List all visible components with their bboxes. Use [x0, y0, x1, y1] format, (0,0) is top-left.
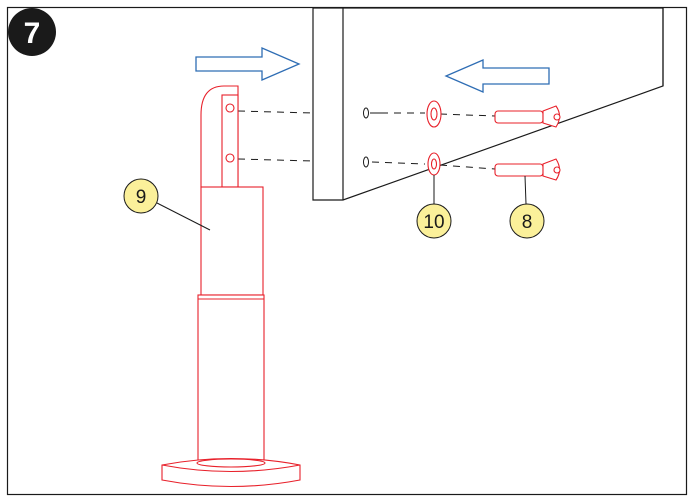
leg-foot-top: [196, 458, 266, 468]
align-line-top-right: [439, 113, 496, 117]
panel-board: [312, 7, 664, 201]
arrow-right-icon: [195, 47, 301, 81]
align-line-top-left: [237, 110, 314, 114]
bolt-bottom-socket: [553, 166, 561, 174]
callout-washer-label: 10: [423, 212, 444, 233]
bolt-top: [494, 105, 561, 128]
callout-bolt-label: 8: [522, 212, 533, 233]
direction-arrows: [195, 47, 550, 93]
bolt-top-socket: [553, 113, 561, 121]
panel-hole-top: [363, 107, 369, 119]
washer-top: [426, 100, 442, 128]
leg-foot-base: [161, 457, 301, 488]
callouts: 9 10 8: [123, 175, 545, 239]
bolts: [494, 105, 561, 181]
callout-bolt-bubble: [509, 203, 545, 239]
step-number: 7: [24, 17, 41, 50]
arrow-left-icon: [444, 59, 550, 93]
align-line-bottom-left: [237, 158, 314, 162]
callout-leg: 9: [123, 178, 211, 231]
callout-leg-leader: [156, 202, 211, 231]
panel-hole-bottom: [363, 156, 369, 168]
align-line-bottom-mid: [371, 161, 426, 165]
bolt-bottom-shank: [494, 163, 544, 177]
alignment-lines: [237, 110, 496, 170]
washer-bottom: [427, 152, 441, 176]
washer-top-hole: [430, 107, 438, 121]
callout-washer-bubble: [416, 203, 452, 239]
step-badge: 7: [8, 8, 56, 56]
callout-bolt: 8: [509, 175, 545, 239]
table-panel: [312, 7, 664, 201]
bolt-top-shank: [494, 110, 544, 124]
callout-washer: 10: [416, 175, 452, 239]
washer-bottom-hole: [430, 158, 438, 170]
leg-bracket-hole-top: [225, 103, 235, 113]
table-leg: [161, 85, 301, 488]
leg-mid-section: [200, 186, 264, 296]
callout-leg-bubble: [123, 178, 159, 214]
align-line-bottom-right: [439, 164, 496, 170]
callout-leg-label: 9: [136, 187, 147, 208]
leg-foot-rim: [161, 464, 301, 473]
step-badge-circle: [8, 8, 56, 56]
callout-bolt-leader: [524, 175, 527, 205]
leg-lower-section: [197, 294, 265, 466]
washers: [426, 100, 442, 176]
bolt-bottom: [494, 158, 561, 181]
leg-bracket-hole-bottom: [225, 153, 235, 163]
